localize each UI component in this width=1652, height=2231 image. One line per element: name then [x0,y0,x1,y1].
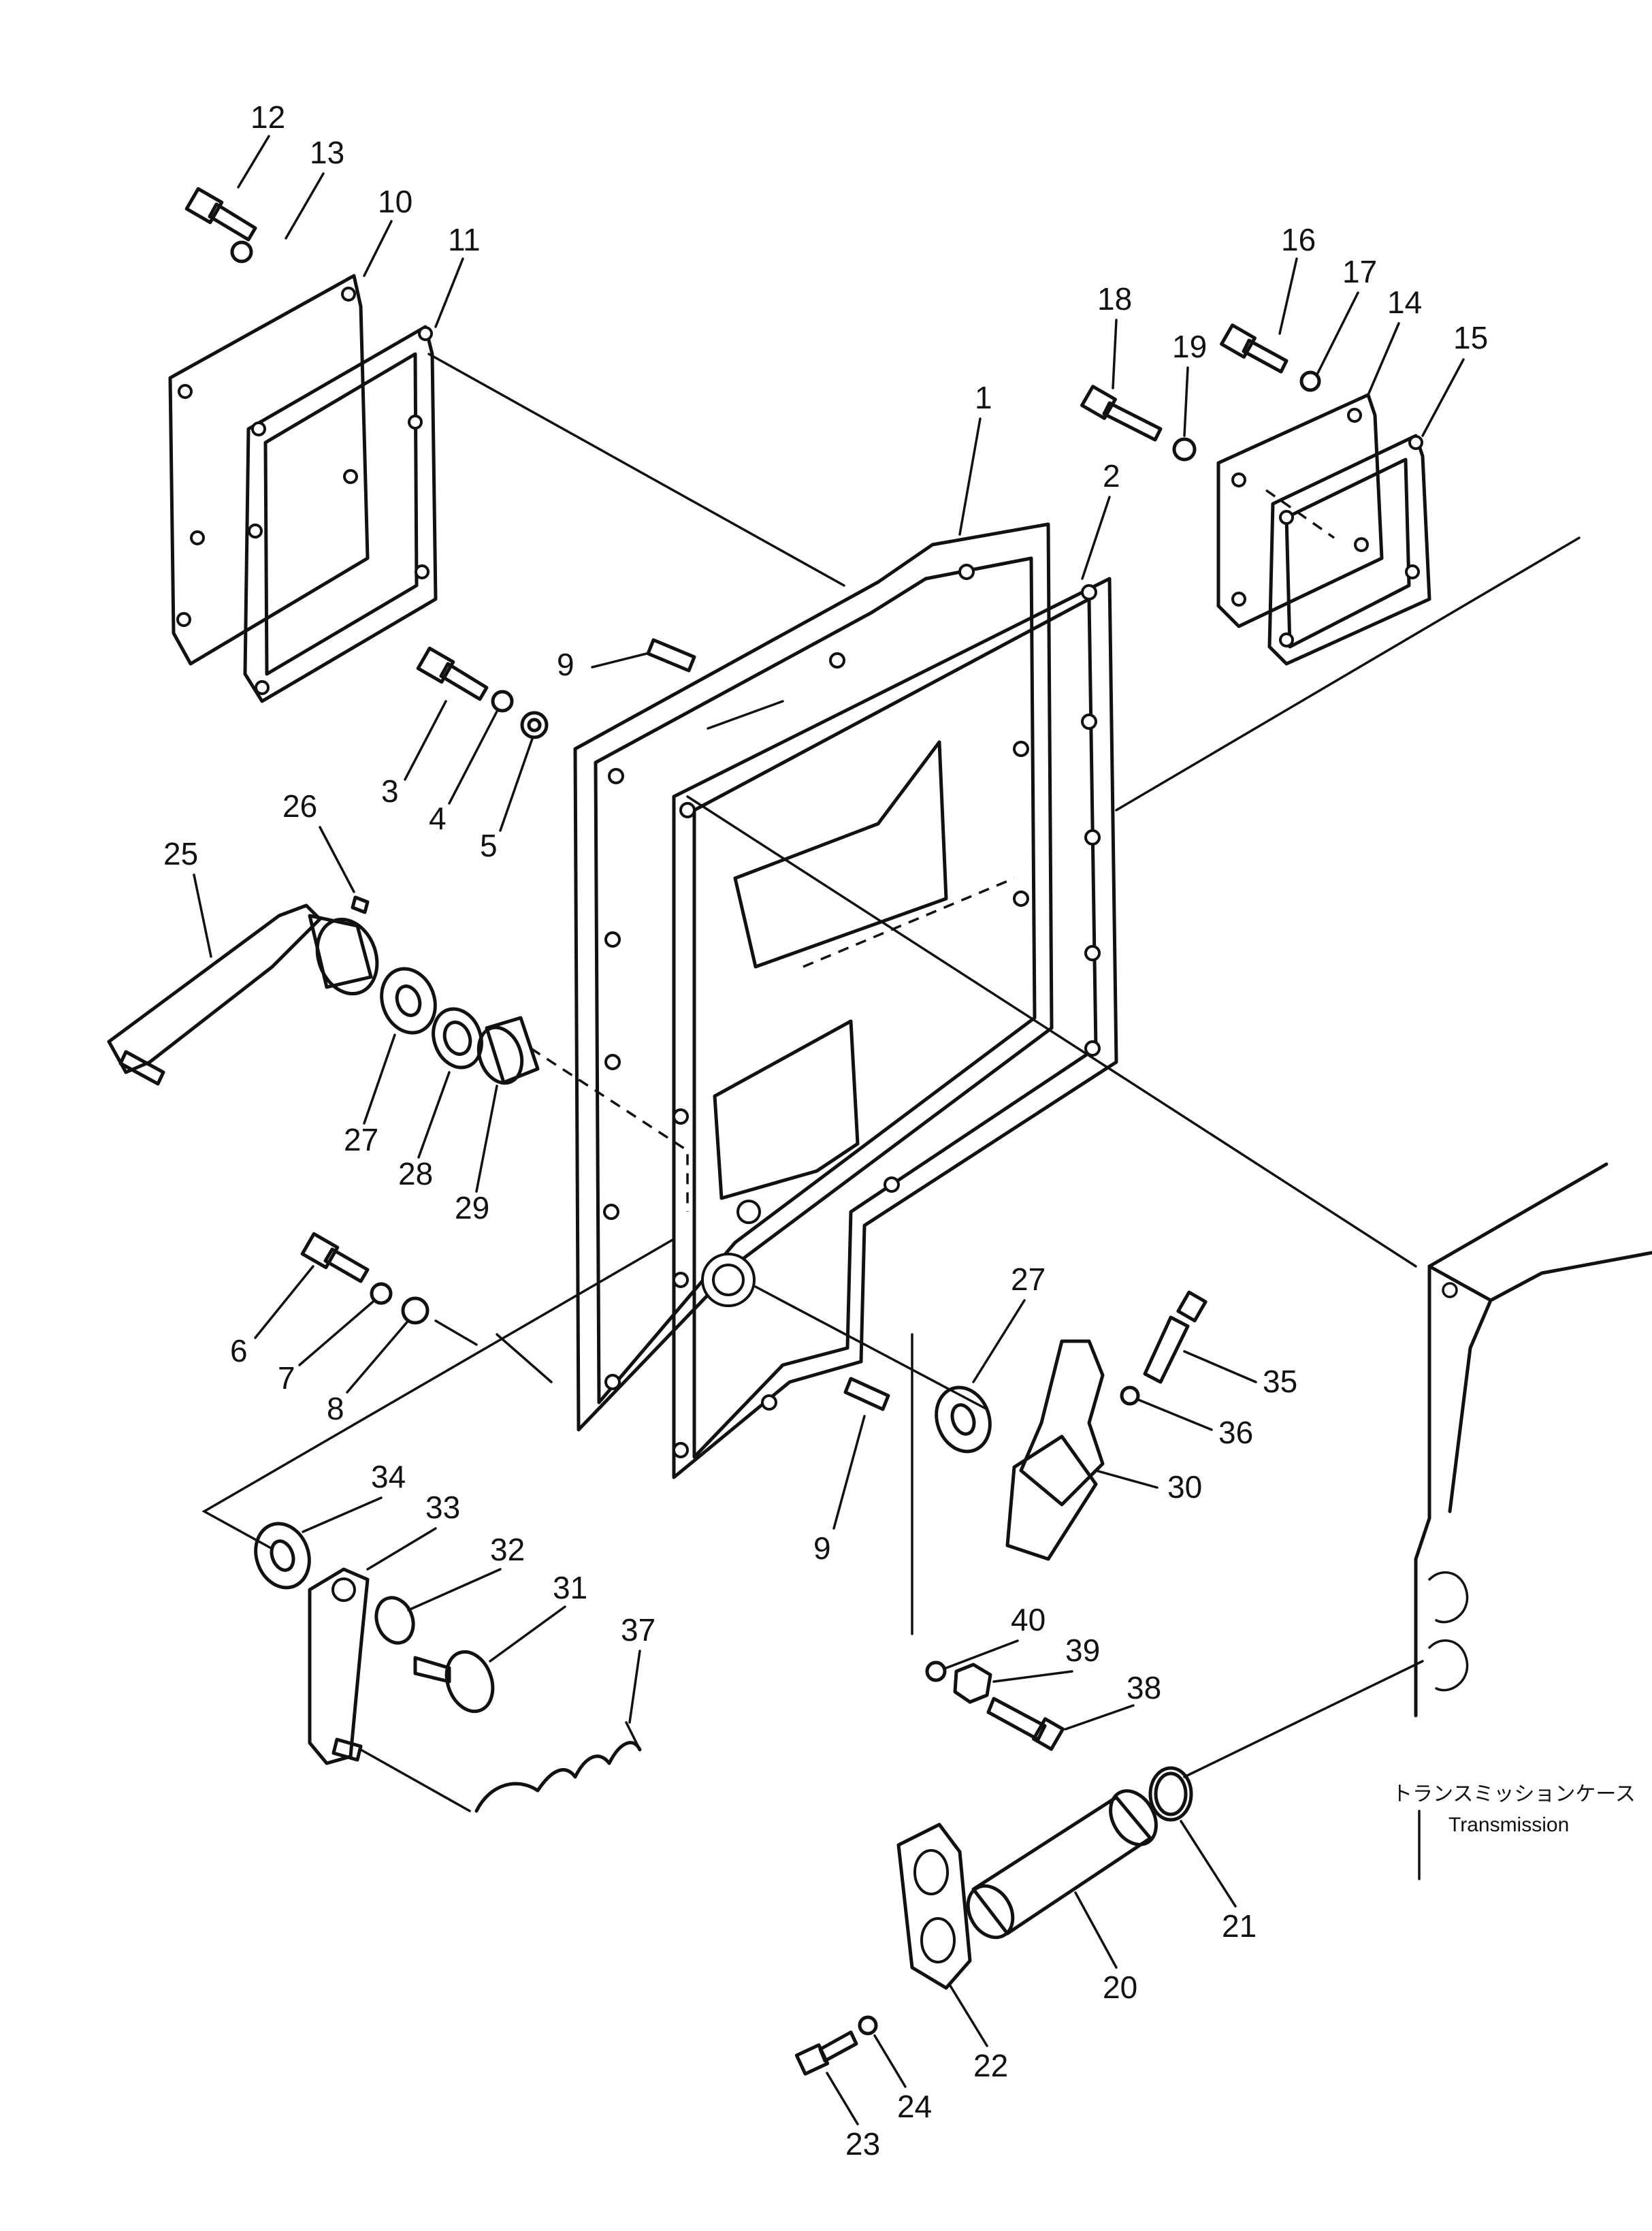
part-left-cover [168,274,370,666]
bolt-23 [794,2030,858,2076]
lever-25 [107,903,379,1086]
bolt-6 [300,1232,370,1283]
label-8: 8 [327,1391,344,1426]
label-1: 1 [975,380,992,415]
label-35: 35 [1263,1364,1297,1399]
label-13: 13 [310,135,344,170]
label-9-lower: 9 [813,1530,831,1566]
label-40: 40 [1011,1602,1046,1637]
label-22: 22 [973,2048,1008,2083]
label-31: 31 [553,1570,587,1605]
label-32: 32 [490,1532,525,1567]
spring-37 [474,1721,642,1813]
label-11: 11 [448,222,481,257]
seal-27 [380,967,437,1035]
callouts: 12 13 10 11 1 2 18 19 16 17 14 15 9 3 4 … [163,99,1488,2162]
transmission-case [1414,1162,1652,1880]
label-18: 18 [1097,281,1132,317]
label-29: 29 [455,1190,489,1225]
pin-31 [413,1650,495,1714]
bolt-3 [416,646,489,701]
label-15: 15 [1453,320,1488,355]
label-10: 10 [378,184,412,219]
label-26: 26 [282,788,317,824]
shaft-20 [966,1789,1158,1940]
note-en: Transmission [1448,1814,1569,1836]
washer-7 [370,1282,393,1305]
seal-27-right [935,1385,992,1454]
bolt-16 [1220,323,1289,374]
note-jp: トランスミッションケース [1392,1783,1636,1805]
label-34: 34 [371,1459,406,1494]
seal-ring-21 [1148,1766,1193,1822]
label-19: 19 [1172,329,1207,364]
lever-33 [308,1567,370,1765]
label-20: 20 [1103,1970,1137,2005]
part-gasket [672,577,1118,1479]
key-26 [351,895,370,914]
washer-36 [1120,1385,1140,1406]
dowel-pin-9-upper [646,638,696,673]
washer-5 [520,711,549,739]
label-39: 39 [1065,1633,1100,1668]
label-33: 33 [425,1490,460,1525]
bolt-38 [986,1697,1065,1751]
label-38: 38 [1127,1670,1161,1705]
label-27-left: 27 [344,1122,378,1157]
washer-24 [858,2015,878,2036]
label-37: 37 [621,1612,655,1648]
label-4: 4 [429,801,447,836]
bolt-18 [1080,385,1163,442]
label-7: 7 [278,1360,295,1396]
assembly-lines [201,353,1581,1812]
washer-4 [491,690,514,713]
plate-22 [896,1823,972,1990]
label-3: 3 [381,773,399,809]
part-cover-plate [573,522,1054,1432]
case-hole [1442,1282,1458,1298]
washer-13 [230,240,253,263]
label-2: 2 [1103,458,1120,494]
label-21: 21 [1222,1908,1257,1944]
bolt-35 [1143,1290,1208,1384]
label-30: 30 [1167,1469,1202,1505]
label-28: 28 [398,1156,433,1191]
label-17: 17 [1342,254,1377,289]
label-36: 36 [1218,1415,1253,1450]
label-12: 12 [250,99,285,135]
label-14: 14 [1387,285,1422,320]
part-left-gasket [243,325,438,703]
nut-39 [953,1663,992,1704]
washer-5-inner [527,718,542,733]
label-6: 6 [230,1333,248,1368]
dowel-pin-9-lower [843,1377,890,1411]
label-23: 23 [845,2126,880,2162]
sector-lever-30 [1005,1339,1105,1561]
washer-19 [1172,437,1197,462]
label-27-right: 27 [1011,1262,1046,1297]
label-25: 25 [163,836,198,871]
label-16: 16 [1281,222,1316,257]
label-9-upper: 9 [557,647,574,682]
label-24: 24 [897,2089,932,2124]
washer-40 [925,1660,947,1682]
part-right-gasket [1267,434,1431,666]
washer-17 [1299,370,1321,392]
bushing-32 [374,1596,415,1645]
bearing-28 [432,1007,483,1070]
bushing-29 [476,1016,540,1085]
label-5: 5 [480,828,498,863]
transmission-case-note: トランスミッションケース Transmission [1392,1783,1636,1836]
bolt-12 [184,187,257,242]
seal-34 [254,1522,311,1590]
washer-8 [401,1296,430,1325]
